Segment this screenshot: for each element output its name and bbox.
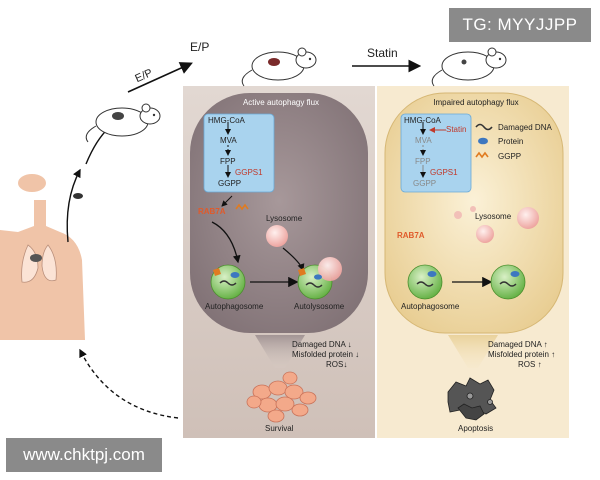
right-outcomes: Damaged DNA ↑ Misfolded protein ↑ ROS ↑ <box>488 340 555 370</box>
left-funnel <box>255 335 305 368</box>
left-outcomes: Damaged DNA ↓ Misfolded protein ↓ ROS↓ <box>292 340 359 370</box>
apoptosis-label: Apoptosis <box>458 424 494 433</box>
right-panel-title: Impaired autophagy flux <box>433 98 519 107</box>
lysosome-right-small <box>476 225 494 243</box>
left-ggpp: GGPP <box>218 179 242 188</box>
right-outcome-ros: ROS ↑ <box>518 360 542 369</box>
mouse-middle-icon <box>241 47 317 87</box>
right-autophagosome-label: Autophagosome <box>401 302 460 311</box>
statin-label: Statin <box>367 46 398 60</box>
right-fpp: FPP <box>415 157 431 166</box>
ep-top-label: E/P <box>190 40 210 54</box>
left-outcome-ros: ROS↓ <box>326 360 348 369</box>
left-ggps1: GGPS1 <box>235 168 263 177</box>
left-outcome-protein: Misfolded protein ↓ <box>292 350 360 359</box>
autophagosome-right <box>407 264 443 300</box>
left-outcome-dna: Damaged DNA ↓ <box>292 340 352 349</box>
rab7a-to-autophagosome-arrow <box>211 221 241 264</box>
lysosome-left <box>266 225 288 247</box>
mouse-left-icon <box>85 103 161 143</box>
right-outcome-dna: Damaged DNA ↑ <box>488 340 548 349</box>
autophagosome-right-2 <box>490 264 526 300</box>
autolysosome-label: Autolysosome <box>294 302 345 311</box>
protein-left-icon <box>230 272 240 278</box>
tumor-mini-icon <box>73 193 83 199</box>
right-ggpp: GGPP <box>413 179 437 188</box>
dna-left-icon <box>219 280 237 286</box>
rab7a-receptor-left-icon <box>213 268 221 276</box>
return-dashed-arrow <box>79 348 179 419</box>
left-autophagosome-label: Autophagosome <box>205 302 264 311</box>
right-lysosome-label: Lysosome <box>475 212 512 221</box>
left-fpp: FPP <box>220 157 236 166</box>
left-hmgcoa: HMG-CoA <box>208 116 245 125</box>
legend-dna-label: Damaged DNA <box>498 123 552 132</box>
legend-protein-label: Protein <box>498 137 524 146</box>
right-funnel <box>448 335 498 368</box>
human-to-mouse-arrow <box>66 168 81 243</box>
left-pathway-box <box>203 113 275 193</box>
mouse-right-icon <box>431 47 507 87</box>
lysosome-right-dot2 <box>470 206 476 212</box>
watermark-bottom: www.chktpj.com <box>6 438 162 472</box>
ggpp-to-rab7a-arrow <box>221 195 233 207</box>
left-mva: MVA <box>220 136 237 145</box>
apoptosis-cells-icon <box>447 377 497 421</box>
right-ggps1: GGPS1 <box>430 168 458 177</box>
left-lysosome-label: Lysosome <box>266 214 303 223</box>
right-hmgcoa: HMG-CoA <box>404 116 441 125</box>
ep-diag-arrow <box>127 62 193 93</box>
left-rab7a: RAB7A <box>198 207 226 216</box>
survival-label: Survival <box>265 424 294 433</box>
legend-ggpp-label: GGPP <box>498 152 522 161</box>
right-rab7a: RAB7A <box>397 231 425 240</box>
lysosome-right-dot1 <box>454 211 462 219</box>
right-statin: Statin <box>446 125 467 134</box>
legend-ggpp-icon <box>475 151 489 159</box>
ggpp-squiggle-left-icon <box>235 203 249 211</box>
legend-protein-icon <box>478 137 488 145</box>
lysosome-right <box>517 207 539 229</box>
right-pathway-box <box>400 113 472 193</box>
right-mva: MVA <box>415 136 432 145</box>
right-outcome-protein: Misfolded protein ↑ <box>488 350 556 359</box>
legend-dna-icon <box>475 123 493 131</box>
watermark-top: TG: MYYJJPP <box>449 8 591 42</box>
human-silhouette-icon <box>0 174 85 340</box>
left-panel-title: Active autophagy flux <box>242 98 320 107</box>
survival-cells-icon <box>246 371 317 423</box>
